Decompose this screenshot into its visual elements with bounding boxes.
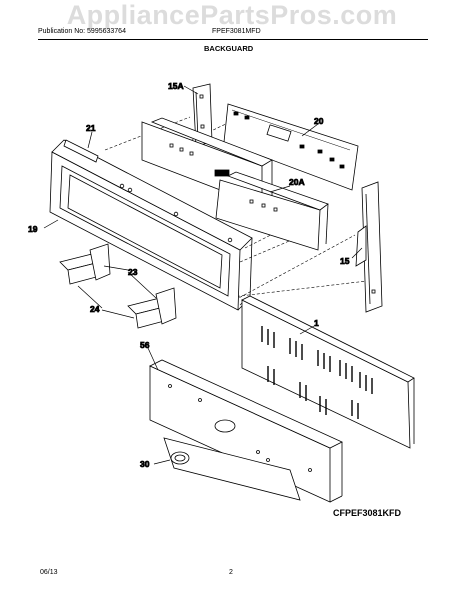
part-56-backguard-panel [149,359,343,503]
diagram-code: CFPEF3081KFD [333,508,402,518]
part-15-bracket [355,181,383,313]
callout-19: 19 [28,224,38,234]
part-20a-board [215,171,329,251]
section-title: BACKGUARD [204,44,254,53]
publication-number: Publication No: 5995633764 [38,28,126,35]
footer-date: 06/13 [40,569,58,576]
callout-20a: 20A [289,177,305,187]
part-21-trim-strip [63,139,99,163]
part-24-end-cap-lower [127,287,177,329]
part-20-control-board [223,103,359,191]
watermark-logo: AppliancePartsPros.com [66,0,398,30]
part-30-grommet [170,451,190,465]
callout-30: 30 [140,459,150,469]
part-19-control-panel [49,139,253,311]
callout-20: 20 [314,116,324,126]
part-23-end-cap-upper [59,243,111,285]
callout-1: 1 [314,318,319,328]
callout-15: 15 [340,256,350,266]
callout-56: 56 [140,340,150,350]
header-rule [38,39,428,40]
page-number: 2 [229,569,233,576]
callout-21: 21 [86,123,96,133]
callout-23: 23 [128,267,138,277]
model-number: FPEF3081MFD [212,28,261,35]
callout-leaders [43,85,363,465]
part-15a-bracket [192,83,213,147]
callout-24: 24 [90,304,100,314]
callout-15a: 15A [168,81,184,91]
part-1-rear-panel [241,295,415,449]
